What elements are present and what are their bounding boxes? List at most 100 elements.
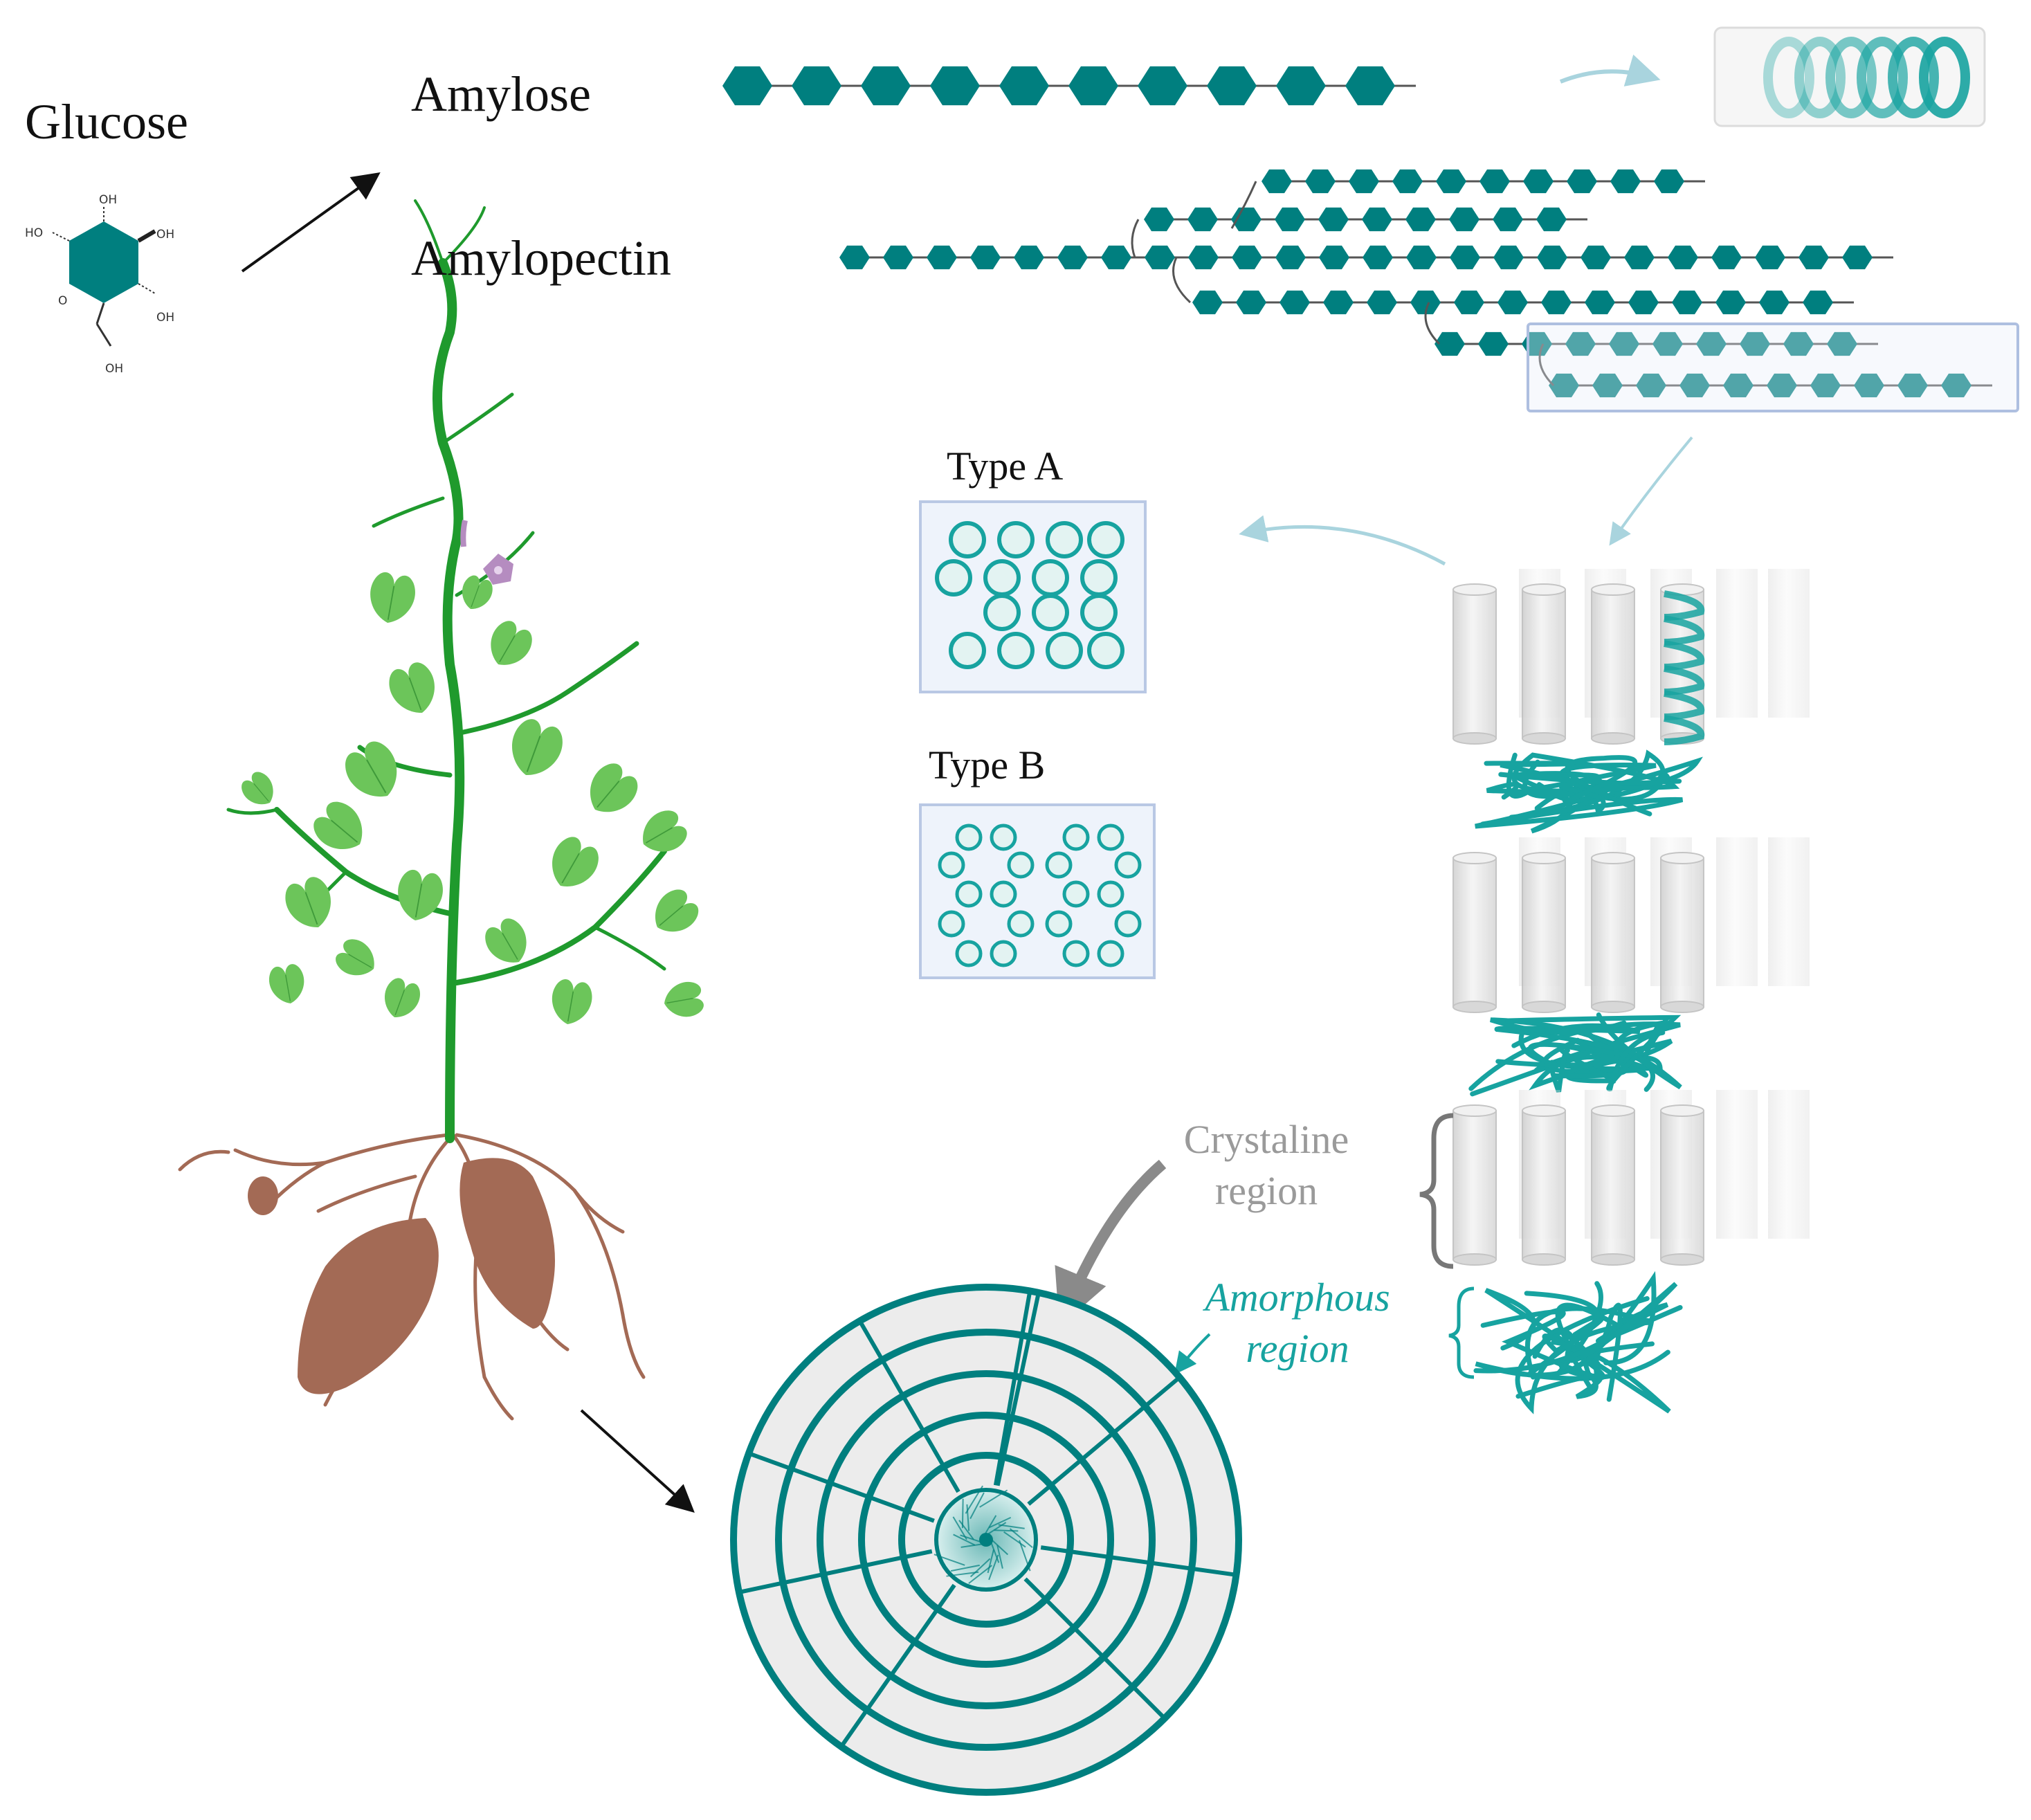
glucose-unit	[1068, 66, 1118, 106]
amorphous-region-label: Amorphous region	[1194, 1272, 1401, 1374]
helix-cross-section	[1087, 632, 1124, 669]
helix-cross-section	[1062, 880, 1090, 908]
glucose-unit	[1798, 245, 1829, 270]
amylose-chain	[722, 66, 1416, 106]
glucose-unit	[970, 245, 1001, 270]
leaf	[643, 810, 687, 852]
glucose-unit	[1696, 331, 1727, 356]
crystaline-pointer-arrow	[1055, 1159, 1167, 1327]
glucose-unit	[1479, 169, 1510, 194]
glucose-unit	[1436, 169, 1466, 194]
double-helix-cylinder	[1591, 857, 1635, 1008]
glucose-unit	[1262, 169, 1292, 194]
glucose-unit	[1755, 245, 1785, 270]
oh-lower-right: OH	[156, 311, 174, 325]
helix-cross-section	[990, 823, 1017, 851]
glucose-unit	[1523, 169, 1554, 194]
glucose-unit	[1652, 331, 1683, 356]
ring-oxygen: O	[58, 294, 67, 308]
leaf	[285, 877, 331, 928]
glucose-unit	[1810, 373, 1841, 398]
glucose-unit	[1609, 331, 1639, 356]
glucose-label: Glucose	[25, 94, 188, 149]
double-helix-cylinder	[1660, 857, 1704, 1008]
lamellae-to-polymorph-arrow	[1239, 515, 1446, 566]
type-a-panel	[919, 500, 1147, 693]
glucose-unit	[1275, 207, 1305, 232]
glucose-unit	[1057, 245, 1088, 270]
leaf	[552, 979, 592, 1024]
glucose-unit	[1715, 290, 1746, 315]
helix-cross-section	[1080, 559, 1118, 597]
growth-ring	[730, 1284, 1242, 1796]
tuber-left	[298, 1218, 439, 1394]
tuber-to-granule-arrow	[580, 1409, 695, 1513]
double-helix-cylinder	[1452, 857, 1497, 1008]
glucose-unit	[1803, 290, 1833, 315]
helix-cross-section	[1007, 851, 1035, 879]
glucose-unit	[1711, 245, 1742, 270]
glucose-unit	[1410, 290, 1441, 315]
amylopectin-branch	[839, 245, 1893, 270]
oh-bottom: OH	[105, 362, 123, 376]
double-helix-cylinder	[1522, 589, 1566, 739]
glucose-unit	[1567, 169, 1597, 194]
glucose-unit	[1536, 207, 1567, 232]
helix-cross-section	[1097, 940, 1124, 967]
glucose-unit	[927, 245, 957, 270]
helix-cross-section	[935, 559, 972, 597]
glucose-unit	[1450, 245, 1480, 270]
glucose-unit	[1405, 207, 1436, 232]
helix-cross-section	[1032, 559, 1069, 597]
glucose-unit	[1392, 169, 1423, 194]
glucose-unit	[1537, 245, 1567, 270]
glucose-unit	[1668, 245, 1698, 270]
double-helix-cylinder	[1591, 589, 1635, 739]
glucose-unit	[1138, 66, 1187, 106]
glucose-unit	[1672, 290, 1702, 315]
glucose-unit	[861, 66, 911, 106]
glucose-unit	[883, 245, 913, 270]
helix-cross-section	[1045, 910, 1073, 938]
radial-spoke	[1023, 1577, 1167, 1720]
double-helix-cylinder	[1452, 1110, 1497, 1260]
amorphous-brace	[1448, 1286, 1475, 1379]
helix-cross-section	[1062, 823, 1090, 851]
branch-link	[1172, 257, 1192, 304]
growth-ring	[817, 1370, 1156, 1709]
glucose-unit	[1345, 66, 1395, 106]
amorphous-chain	[1484, 1288, 1601, 1394]
double-helix-cylinder	[1591, 1110, 1635, 1260]
glucose-unit	[1362, 207, 1392, 232]
amylose-to-helix-arrow	[1559, 54, 1661, 87]
leaf	[345, 741, 397, 797]
glucose-unit	[1323, 290, 1354, 315]
leaf	[398, 869, 443, 920]
glucose-unit	[1192, 290, 1223, 315]
glucose-unit	[1628, 290, 1659, 315]
glucose-unit	[1654, 169, 1684, 194]
glucose-unit	[1740, 331, 1770, 356]
amorphous-label-line1: Amorphous	[1205, 1275, 1390, 1320]
glucose-unit	[1232, 245, 1262, 270]
helix-cross-section	[1046, 521, 1083, 558]
helix-cross-section	[997, 521, 1035, 558]
growth-ring	[858, 1412, 1114, 1668]
double-helix-cylinder	[1452, 589, 1497, 739]
double-helix-highlight-box	[1527, 322, 2019, 412]
helix-cross-section	[983, 594, 1021, 631]
oh-top: OH	[99, 193, 117, 207]
type-b-label: Type B	[929, 743, 1046, 788]
glucose-unit	[1854, 373, 1884, 398]
glucose-unit	[1827, 331, 1857, 356]
glucose-unit	[1610, 169, 1641, 194]
glucose-unit	[1187, 207, 1218, 232]
helix-cross-section	[949, 521, 986, 558]
helix-cross-section	[1114, 851, 1142, 879]
glucose-unit	[1759, 290, 1789, 315]
crystaline-region-label: Crystaline region	[1163, 1114, 1370, 1217]
glucose-unit	[1305, 169, 1336, 194]
glucose-unit	[1454, 290, 1484, 315]
glucose-unit	[1723, 373, 1754, 398]
